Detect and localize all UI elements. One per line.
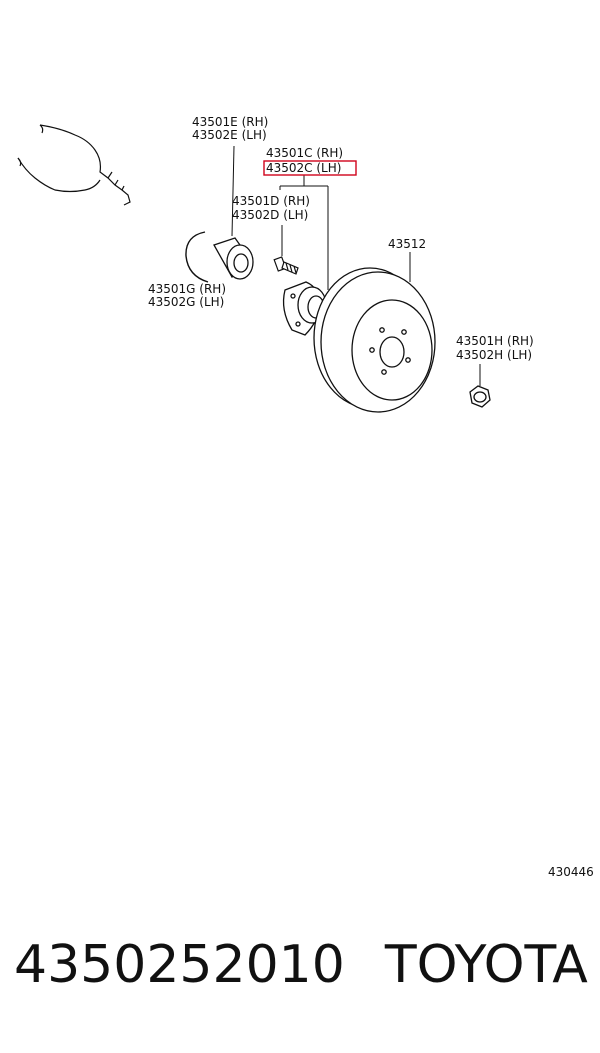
label-43502d-lh: 43502D (LH) [232,208,308,222]
label-43502g-lh: 43502G (LH) [148,295,224,309]
drive-shaft-illustration [17,124,131,206]
diagram-id: 430446 [548,865,594,879]
label-43502c-lh: 43502C (LH) [266,161,341,175]
part-footer: 4350252010 TOYOTA [14,935,594,995]
highlight-box [263,160,357,176]
label-43501g-rh: 43501G (RH) [148,282,226,296]
snap-ring-illustration [185,231,209,283]
lock-nut-illustration [469,385,491,408]
label-43502h-lh: 43502H (LH) [456,348,532,362]
part-number: 4350252010 [14,935,345,995]
hub-bolt-illustration [273,256,299,275]
exploded-parts-diagram: 43501E (RH) 43502E (LH) 43501C (RH) 4350… [17,115,594,879]
brake-disc-illustration [313,267,436,413]
label-43512: 43512 [388,237,426,251]
hub-bearing-illustration [213,145,254,280]
label-43501d-rh: 43501D (RH) [232,194,310,208]
leader-lines [279,175,481,386]
label-43501h-rh: 43501H (RH) [456,334,534,348]
label-43502e-lh: 43502E (LH) [192,128,267,142]
label-43501c-rh: 43501C (RH) [266,146,343,160]
label-43501e-rh: 43501E (RH) [192,115,268,129]
brand-name: TOYOTA [384,935,588,995]
